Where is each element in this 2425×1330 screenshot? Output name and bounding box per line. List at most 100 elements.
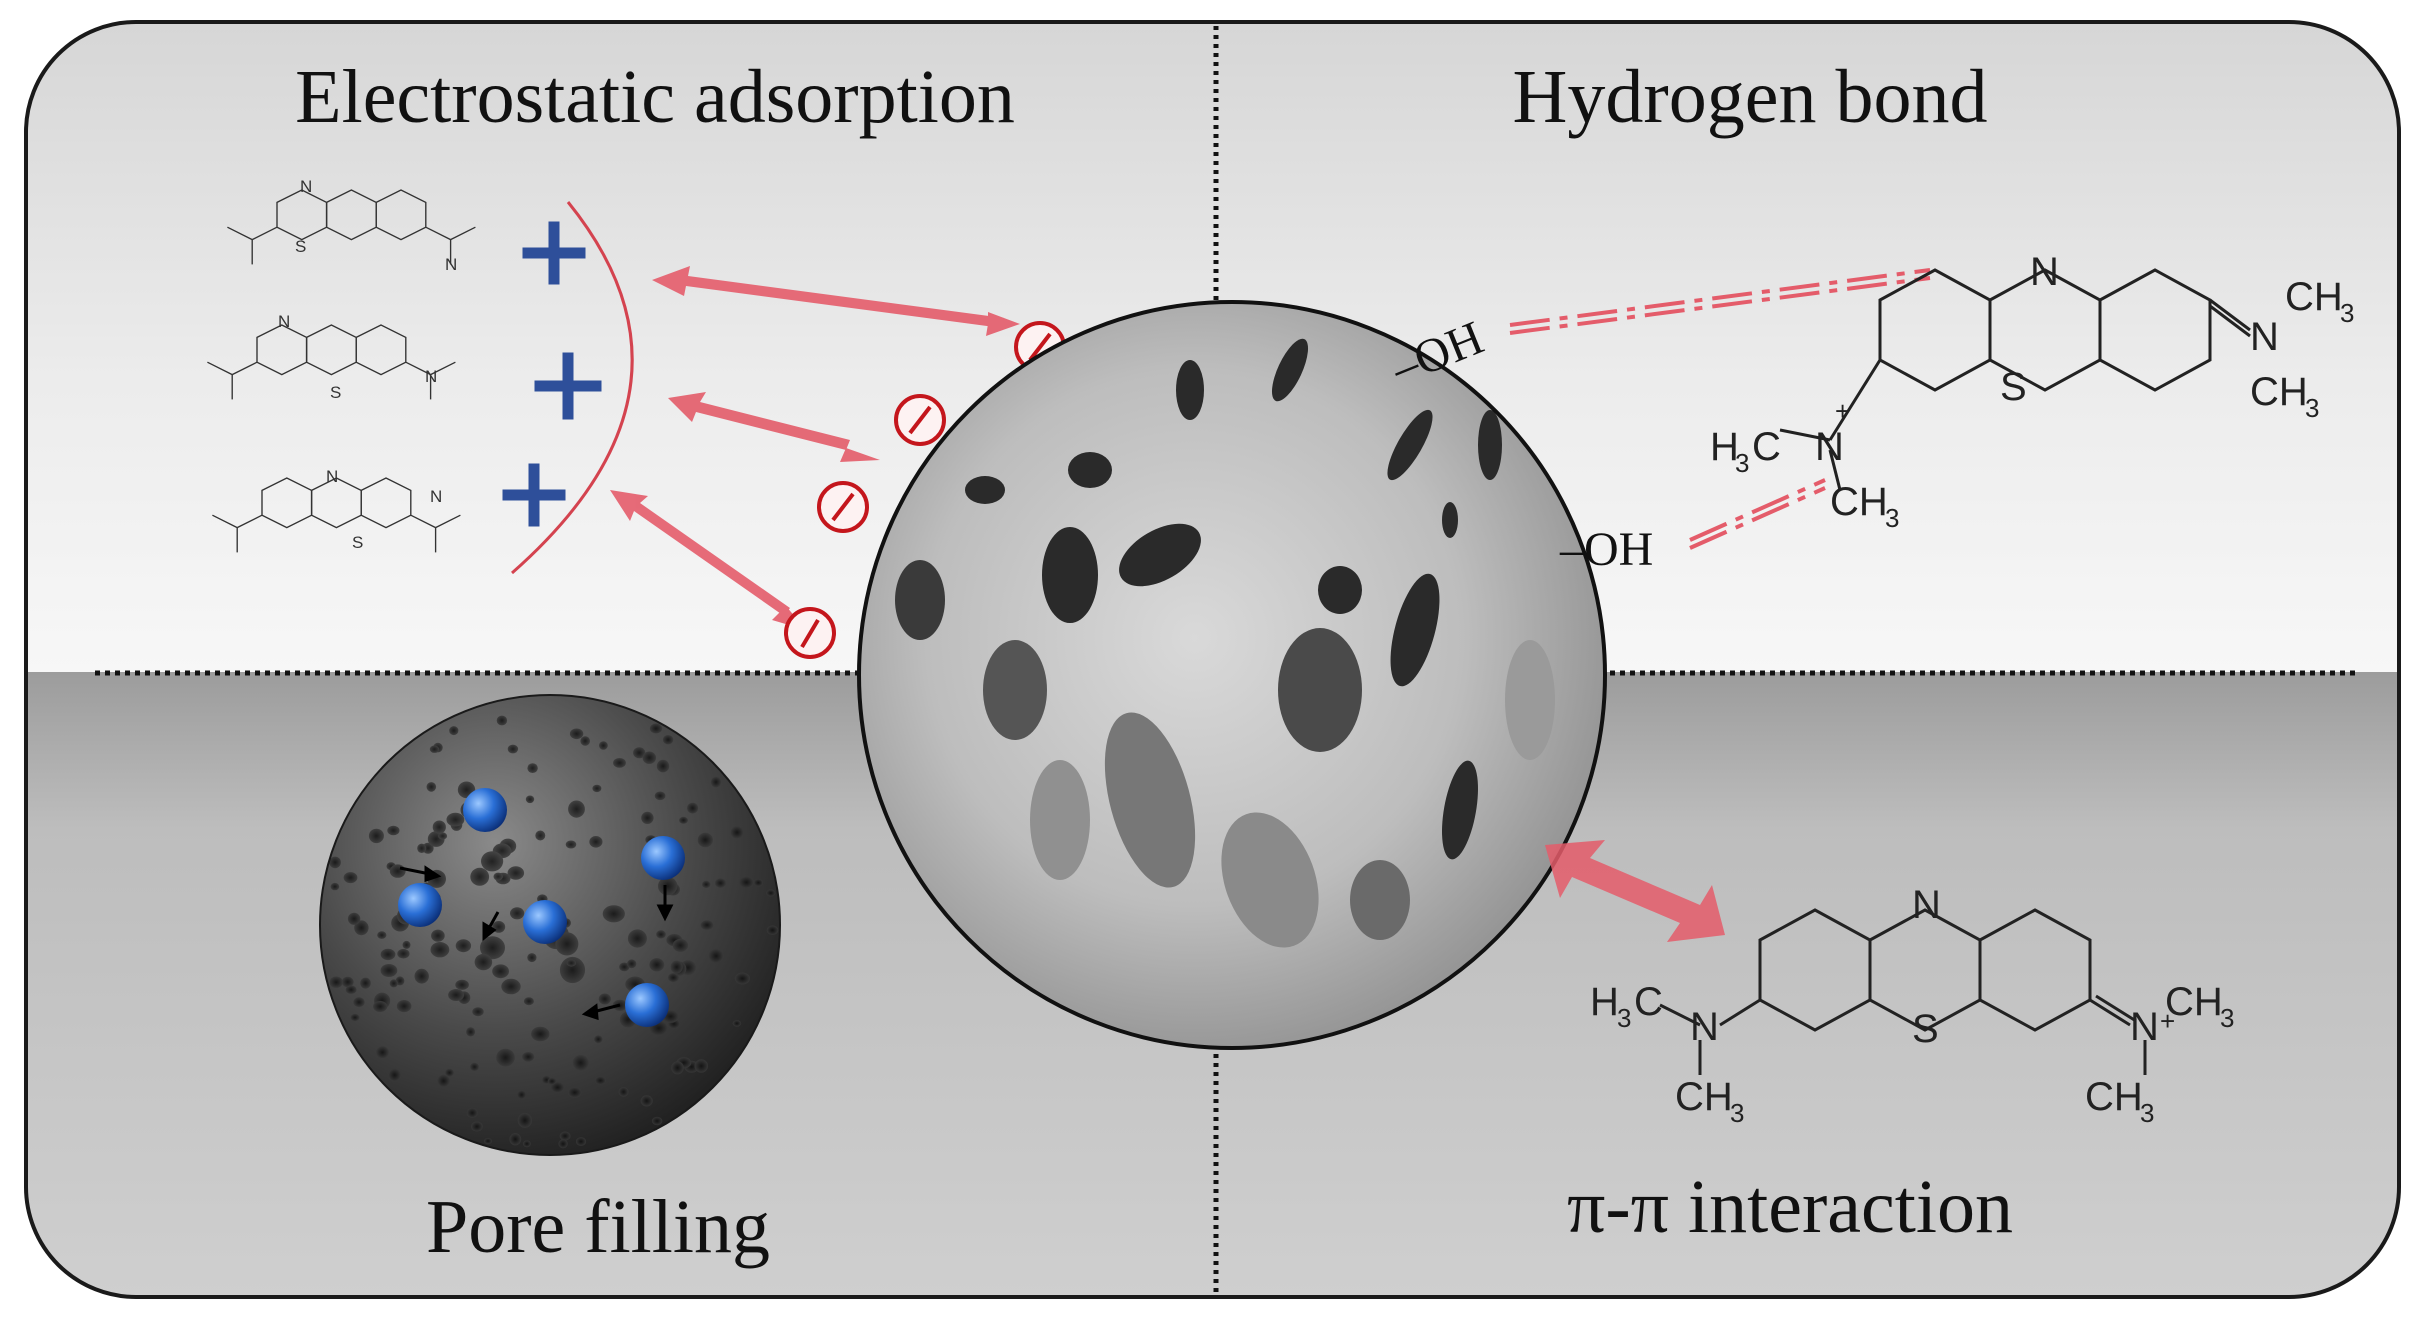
double-arrow-2: [668, 392, 880, 462]
sphere-pore: [627, 959, 637, 969]
sphere-pore: [567, 1087, 582, 1098]
sphere-pore: [350, 1013, 360, 1022]
sphere-pore: [345, 985, 357, 994]
svg-text:N: N: [1815, 425, 1844, 469]
svg-text:N: N: [326, 467, 338, 486]
methylene-blue-molecule-1: [227, 189, 476, 265]
svg-text:N: N: [1912, 883, 1941, 927]
sphere-pore: [559, 1131, 571, 1141]
svg-text:C: C: [1634, 980, 1663, 1024]
svg-text:3: 3: [1730, 1098, 1744, 1128]
sphere-pore: [509, 907, 525, 920]
adsorbent-surface-arc: [511, 201, 634, 575]
svg-text:S: S: [295, 237, 306, 256]
svg-text:CH: CH: [1675, 1075, 1733, 1119]
sphere-pore: [522, 1052, 535, 1062]
sphere-pore: [580, 736, 590, 746]
sphere-pore: [353, 997, 365, 1008]
sphere-pore: [417, 843, 427, 853]
sphere-pore: [559, 956, 586, 984]
methylene-blue-molecule-2: [207, 324, 456, 400]
sphere-pore: [694, 1059, 709, 1073]
sphere-pore: [715, 878, 726, 888]
sphere-pore: [380, 948, 396, 961]
title-electrostatic-adsorption: Electrostatic adsorption: [295, 55, 1015, 139]
sphere-pore: [627, 929, 647, 948]
minus-sign-2: [894, 394, 946, 446]
sphere-pore: [613, 758, 626, 768]
sphere-pore: [397, 948, 410, 959]
sphere-pore: [651, 1116, 663, 1126]
sphere-pore: [430, 942, 450, 958]
sphere-pore: [700, 920, 714, 930]
sphere-pore: [739, 876, 754, 889]
sphere-pore: [329, 856, 341, 869]
sphere-pore: [734, 972, 751, 985]
sphere-pore: [527, 763, 538, 773]
sphere-pore: [753, 878, 764, 887]
sphere-pore: [484, 1138, 492, 1145]
sphere-pore: [697, 832, 713, 848]
sphere-pore: [654, 791, 666, 801]
sphere-pore: [633, 747, 646, 759]
svg-text:N: N: [300, 177, 312, 196]
sphere-pore: [360, 977, 371, 989]
sphere-pore: [455, 979, 469, 990]
dye-particle-5: [625, 983, 669, 1027]
svg-text:H: H: [1590, 980, 1619, 1024]
svg-text:3: 3: [2340, 298, 2354, 328]
hydrogen-bond-molecule-labels: N S N CH 3 CH 3 H 3 C N + CH 3: [1710, 250, 2354, 533]
sphere-pore: [480, 936, 505, 960]
svg-text:H: H: [1710, 425, 1739, 469]
svg-text:CH: CH: [2085, 1075, 2143, 1119]
plus-sign-3: [502, 463, 566, 527]
pi-pi-molecule: [1659, 908, 2147, 1075]
svg-text:S: S: [1912, 1007, 1939, 1051]
particle-motion-arrows: [399, 865, 674, 1021]
sem-micrograph-circle: [857, 300, 1607, 1050]
sphere-pore: [448, 989, 465, 1001]
dye-particle-3: [398, 883, 442, 927]
plus-sign-2: [534, 352, 602, 420]
electrostatic-molecules: [207, 189, 476, 553]
dye-particle-1: [463, 788, 507, 832]
sphere-pore: [330, 882, 340, 891]
sphere-pore: [732, 1020, 742, 1027]
sphere-pore: [426, 782, 437, 792]
svg-text:3: 3: [2220, 1003, 2234, 1033]
minus-sign-4: [784, 607, 836, 659]
svg-text:3: 3: [1617, 1003, 1631, 1033]
sphere-pore: [466, 1027, 476, 1037]
sphere-pore: [431, 929, 445, 942]
sphere-pore: [376, 1046, 389, 1059]
sphere-pore: [531, 1026, 550, 1042]
svg-text:S: S: [352, 533, 363, 552]
dye-particles: [398, 788, 685, 1027]
title-hydrogen-bond: Hydrogen bond: [1513, 55, 1988, 139]
hydrogen-bond-lines: [1509, 268, 1931, 550]
sphere-pore: [470, 1062, 479, 1071]
svg-text:N: N: [2030, 250, 2059, 294]
sphere-pore: [671, 1061, 684, 1075]
sphere-pore: [387, 825, 400, 836]
sphere-pore: [602, 905, 625, 923]
title-pi-pi-interaction: π-π interaction: [1567, 1165, 2013, 1249]
svg-text:CH: CH: [2285, 275, 2343, 319]
sphere-pore: [492, 964, 509, 979]
sphere-pore: [474, 953, 493, 971]
sphere-pore: [377, 931, 387, 939]
svg-text:N: N: [430, 487, 442, 506]
sphere-pore: [446, 812, 465, 827]
sphere-pore: [527, 953, 537, 963]
svg-text:N: N: [2130, 1005, 2159, 1049]
sphere-pore: [702, 880, 711, 889]
sphere-pore: [672, 938, 689, 952]
sphere-pore: [517, 1112, 533, 1128]
sphere-pore: [517, 1090, 527, 1100]
sphere-pore: [687, 802, 699, 814]
minus-sign-3: [817, 481, 869, 533]
dye-particle-2: [641, 836, 685, 880]
sphere-pore: [594, 1035, 603, 1044]
sphere-pore: [619, 962, 630, 972]
